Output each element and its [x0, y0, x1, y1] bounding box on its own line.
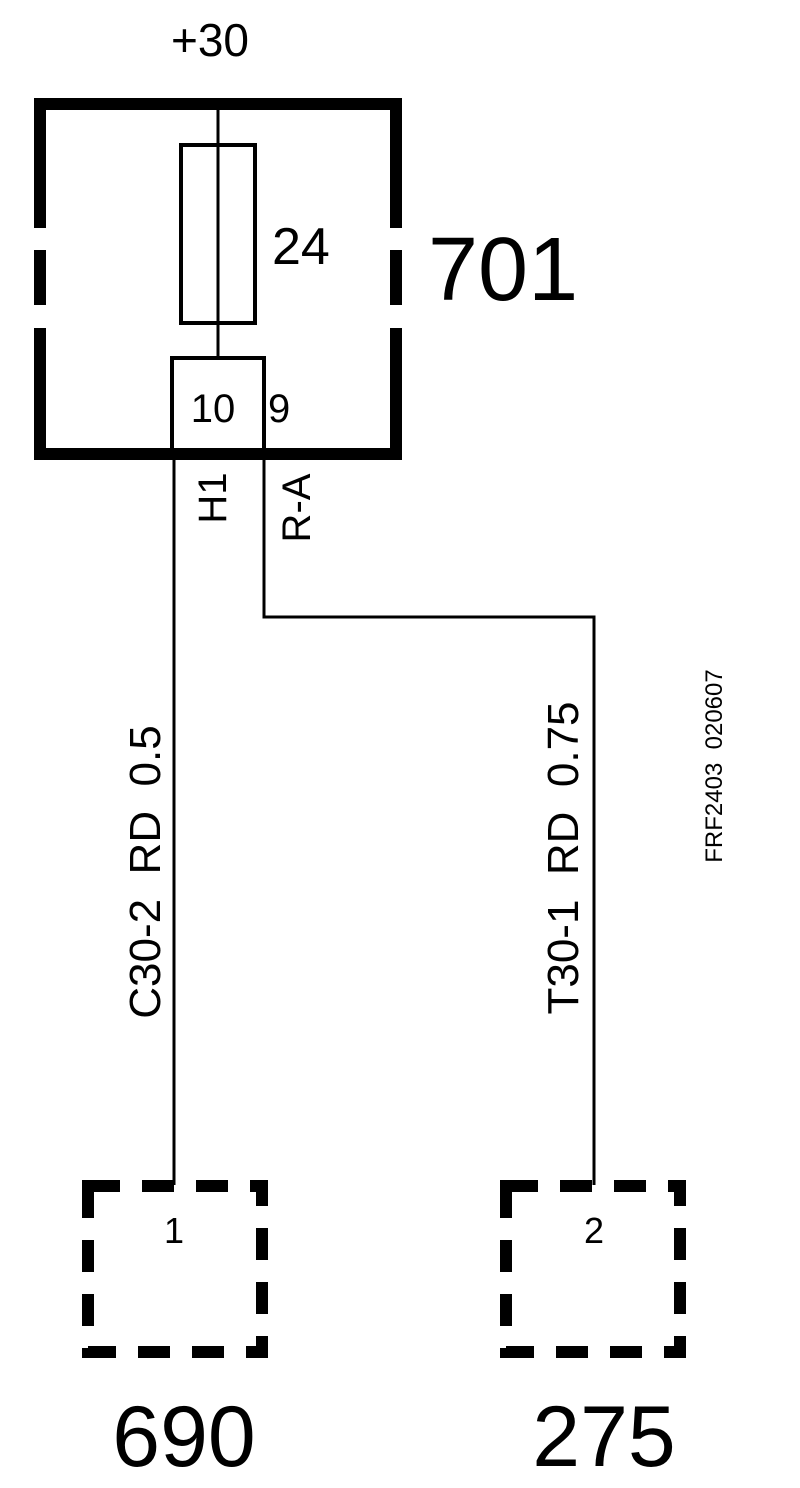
- device-690-id: 690: [112, 1389, 256, 1485]
- device-275-box: [500, 1180, 686, 1358]
- figure-code: FRF2403 020607: [701, 669, 728, 862]
- pin-left-label: 10: [191, 387, 236, 431]
- pin-right-label: 9: [268, 387, 290, 431]
- fuse-number: 24: [272, 218, 330, 276]
- device-690-pin: 1: [164, 1210, 184, 1251]
- wire-right-label: T30-1 RD 0.75: [539, 701, 588, 1014]
- pin-block: [170, 356, 266, 456]
- device-275-pin: 2: [584, 1210, 604, 1251]
- wire-left-label: C30-2 RD 0.5: [121, 725, 170, 1018]
- wire-right: [262, 454, 596, 1185]
- device-690-box: [82, 1180, 268, 1358]
- connector-right-label: R-A: [275, 473, 319, 542]
- fuse-box-id: 701: [428, 220, 578, 320]
- connector-left-label: H1: [191, 472, 235, 523]
- device-275-id: 275: [532, 1389, 676, 1485]
- supply-label: +30: [171, 14, 249, 66]
